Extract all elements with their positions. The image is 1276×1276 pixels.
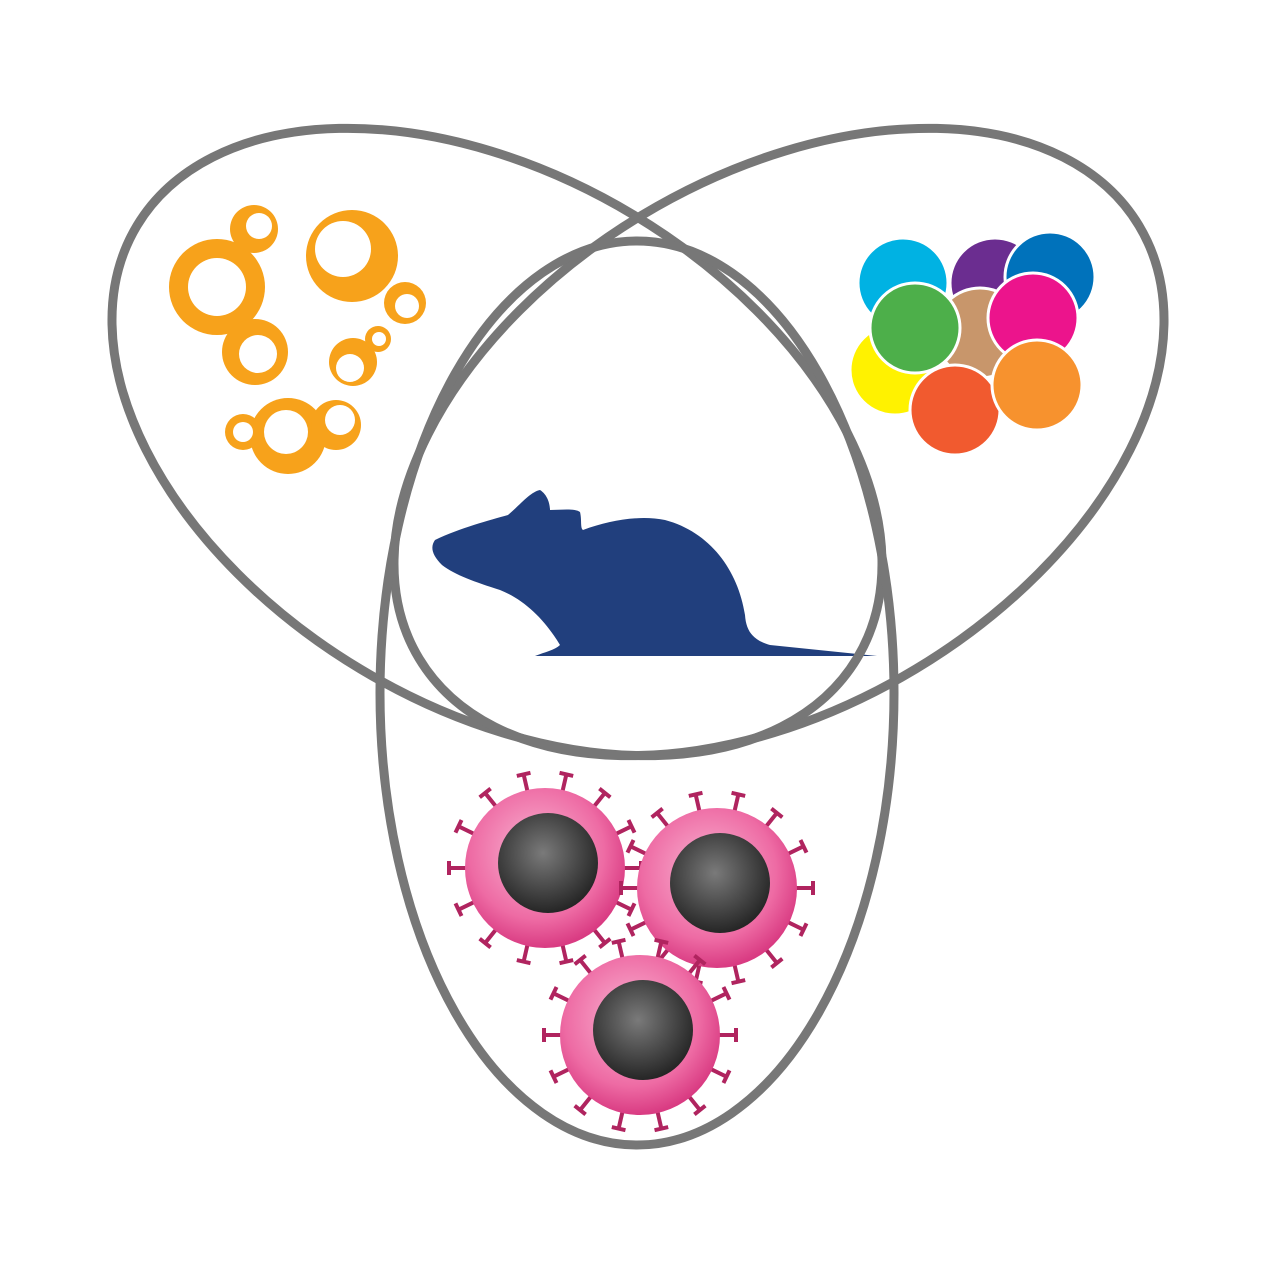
bead xyxy=(990,338,1084,432)
receptor xyxy=(614,819,637,836)
receptor xyxy=(478,787,498,809)
receptor xyxy=(619,881,639,895)
receptor xyxy=(611,937,626,960)
receptor xyxy=(709,1067,732,1084)
receptor xyxy=(614,900,637,917)
receptor xyxy=(650,807,670,829)
receptor xyxy=(786,839,809,856)
receptor xyxy=(516,770,531,793)
upper-right-set-outline xyxy=(389,123,1169,761)
orange-bubbles-icon xyxy=(169,205,426,474)
pink-immune-cells-icon xyxy=(447,770,815,1133)
receptor xyxy=(453,819,476,836)
receptor xyxy=(447,861,467,875)
receptor xyxy=(542,1028,562,1042)
immune-cell xyxy=(619,790,815,986)
mouse-silhouette-icon xyxy=(432,490,877,656)
bead xyxy=(868,281,962,375)
receptor xyxy=(478,927,498,949)
upper-left-set-outline xyxy=(107,123,887,761)
multicolor-beads-icon xyxy=(848,230,1097,457)
venn-outlines xyxy=(107,123,1169,1150)
receptor xyxy=(764,947,784,969)
bead xyxy=(908,363,1002,457)
receptor xyxy=(559,943,574,966)
receptor xyxy=(592,787,612,809)
bottom-set-outline xyxy=(375,236,899,1150)
receptor xyxy=(654,937,669,960)
receptor xyxy=(687,1094,707,1116)
receptor xyxy=(687,954,707,976)
receptor xyxy=(573,954,593,976)
receptor xyxy=(573,1094,593,1116)
immune-cell xyxy=(542,937,738,1133)
receptor xyxy=(559,770,574,793)
receptor xyxy=(611,1110,626,1133)
receptor xyxy=(516,943,531,966)
cell-nucleus xyxy=(670,833,770,933)
receptor xyxy=(709,986,732,1003)
receptor xyxy=(548,986,571,1003)
immune-cell xyxy=(447,770,643,966)
receptor xyxy=(592,927,612,949)
receptor xyxy=(625,920,648,937)
receptor xyxy=(731,963,746,986)
receptor xyxy=(625,839,648,856)
receptor xyxy=(786,920,809,937)
receptor xyxy=(764,807,784,829)
receptor xyxy=(688,790,703,813)
receptor xyxy=(731,790,746,813)
receptor xyxy=(718,1028,738,1042)
receptor xyxy=(548,1067,571,1084)
cell-nucleus xyxy=(593,980,693,1080)
receptor xyxy=(654,1110,669,1133)
cell-nucleus xyxy=(498,813,598,913)
receptor xyxy=(453,900,476,917)
receptor xyxy=(623,861,643,875)
receptor xyxy=(795,881,815,895)
